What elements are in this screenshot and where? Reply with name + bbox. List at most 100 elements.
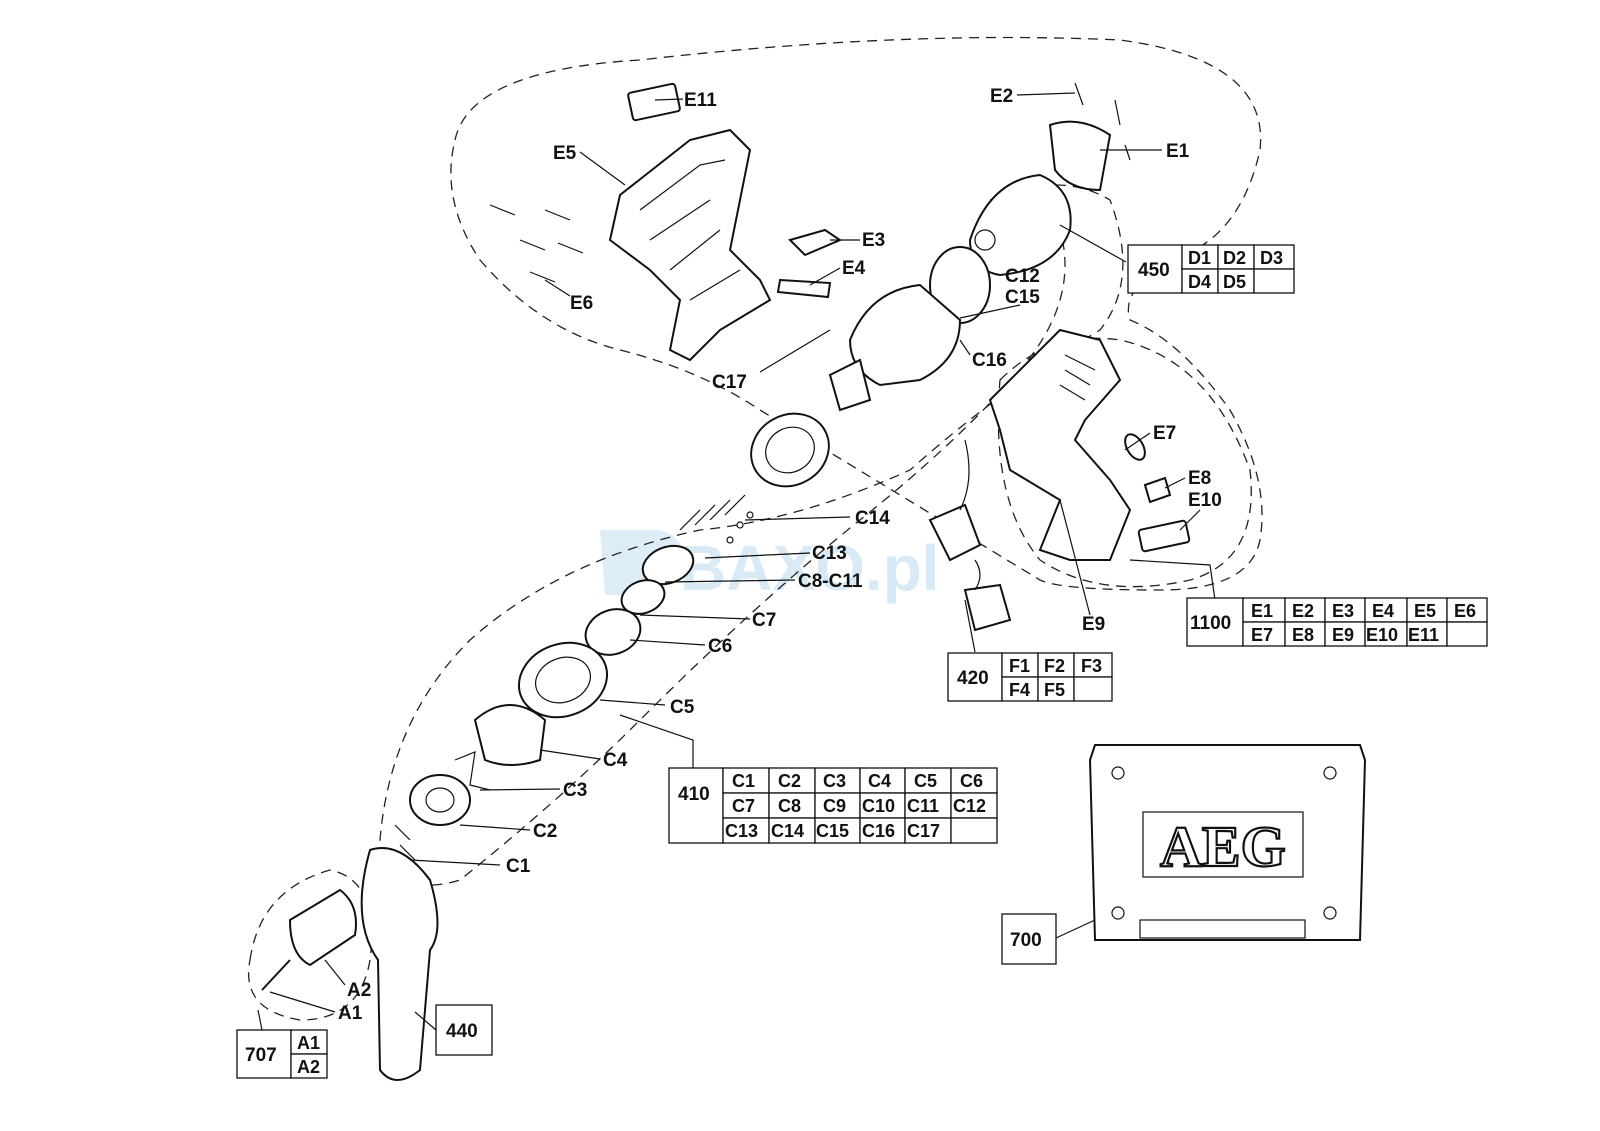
- screw-E2a: [1074, 82, 1084, 106]
- leader-lines: [257, 92, 1216, 1031]
- label-C7: C7: [752, 610, 776, 631]
- label-E9: E9: [1082, 614, 1105, 635]
- motor-450: [968, 173, 1072, 277]
- side-handle-440: [360, 847, 439, 1081]
- label-C17: C17: [712, 372, 747, 393]
- cell: F1: [1009, 656, 1030, 676]
- label-C14: C14: [855, 508, 890, 529]
- cell: E7: [1251, 625, 1273, 645]
- group-table-420: 420 F1 F2 F3 F4 F5: [947, 652, 1113, 702]
- label-E3: E3: [862, 230, 885, 251]
- watermark: BAXO.pl: [600, 530, 940, 604]
- group-id-420: 420: [957, 668, 989, 689]
- label-E8: E8: [1188, 468, 1211, 489]
- label-C2: C2: [533, 821, 557, 842]
- cell: C2: [778, 771, 801, 791]
- housing-vents: [1059, 354, 1096, 401]
- housing-half-1100: [988, 328, 1132, 561]
- plate-C2: [409, 774, 471, 826]
- group-id-700: 700: [1010, 930, 1042, 951]
- label-E7: E7: [1153, 423, 1176, 444]
- callout-labels: E11 E5 E6 E3 E4 E2 E1 C12 C15 C16 C17 E7…: [338, 86, 1222, 1024]
- case-logo-plate: [1142, 811, 1304, 878]
- cell: A2: [297, 1057, 320, 1077]
- spring-E7: [1124, 433, 1146, 461]
- slider-E4: [776, 278, 832, 299]
- cell: C1: [732, 771, 755, 791]
- cell: F4: [1009, 680, 1030, 700]
- cell: C14: [771, 821, 804, 841]
- case-hole: [1111, 906, 1125, 920]
- cell: C3: [823, 771, 846, 791]
- group-id-707: 707: [245, 1045, 277, 1066]
- label-E2: E2: [990, 86, 1013, 107]
- end-cap-E1: [1048, 120, 1112, 192]
- carry-case-700: [1088, 744, 1367, 941]
- cell: D1: [1188, 248, 1211, 268]
- label-C6: C6: [708, 636, 732, 657]
- motor-shaft: [974, 229, 996, 251]
- cell: C11: [907, 796, 939, 816]
- cell: E5: [1414, 601, 1436, 621]
- label-E10: E10: [1188, 490, 1222, 511]
- cell: C12: [953, 796, 986, 816]
- group-table-410: 410 C1 C2 C3 C4 C5 C6 C7 C8 C9 C10 C11 C…: [668, 767, 998, 844]
- cell: C10: [862, 796, 895, 816]
- cell: A1: [297, 1033, 320, 1053]
- cell: C7: [732, 796, 755, 816]
- label-C15: C15: [1005, 287, 1040, 308]
- cell: E11: [1408, 625, 1439, 645]
- chuck-A2: [288, 888, 357, 967]
- label-E4: E4: [842, 258, 866, 279]
- label-C5: C5: [670, 697, 695, 718]
- cell: C13: [725, 821, 758, 841]
- cell: D4: [1188, 272, 1211, 292]
- plate-C2-hole: [425, 787, 455, 813]
- label-A2: A2: [347, 980, 371, 1001]
- terminal-block-420: [963, 583, 1012, 632]
- switch-420: [928, 503, 982, 562]
- switch-wires: [959, 439, 981, 591]
- cell: F2: [1044, 656, 1065, 676]
- case-hole: [1111, 766, 1125, 780]
- case-hole: [1323, 906, 1337, 920]
- cell: E3: [1332, 601, 1354, 621]
- cell: F5: [1044, 680, 1065, 700]
- label-E11: E11: [684, 90, 717, 111]
- group-table-707: 707 A1 A2: [236, 1029, 328, 1079]
- nut-C7: [584, 608, 642, 656]
- spindle-C17: [828, 358, 872, 412]
- cell: E8: [1292, 625, 1314, 645]
- label-E6: E6: [570, 293, 593, 314]
- case-handle-recess: [1139, 919, 1306, 939]
- label-C13: C13: [812, 543, 847, 564]
- label-E10: [1137, 519, 1191, 553]
- screw-E2c: [1124, 144, 1131, 161]
- cell: C6: [960, 771, 983, 791]
- cell: E2: [1292, 601, 1314, 621]
- switch-E3: [788, 228, 843, 257]
- cell: D3: [1260, 248, 1283, 268]
- spring-C8-C11: [620, 579, 666, 615]
- clutch-ring-C17: [750, 412, 830, 488]
- parts: AEG: [261, 82, 1367, 1081]
- group-id-440: 440: [446, 1021, 478, 1042]
- group-table-440: 440: [435, 1004, 493, 1056]
- screw-C1b: [399, 844, 416, 861]
- cell: C16: [862, 821, 895, 841]
- torque-collar-C5: [517, 641, 609, 719]
- housing-ribs: [639, 159, 741, 301]
- case-logo-text: AEG: [1160, 814, 1286, 879]
- housing-half-E5: [608, 128, 772, 362]
- sleeve-C4: [473, 704, 547, 766]
- label-E1: E1: [1166, 141, 1190, 162]
- cell: C4: [868, 771, 891, 791]
- cell: F3: [1081, 656, 1102, 676]
- case-hole: [1323, 766, 1337, 780]
- cell: E10: [1366, 625, 1398, 645]
- collar-inner: [535, 656, 591, 704]
- label-A1: A1: [338, 1003, 363, 1024]
- group-id-1100: 1100: [1190, 613, 1231, 634]
- label-plate-E11: [627, 82, 681, 122]
